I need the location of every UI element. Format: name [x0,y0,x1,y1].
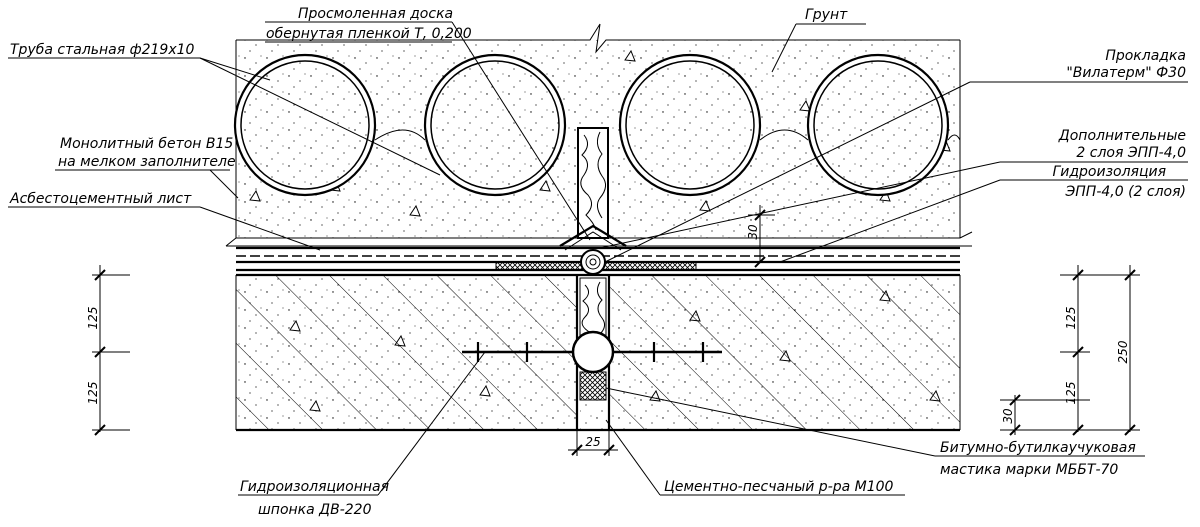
dim-center-small: 30 [746,224,760,240]
label-mortar: Цементно-песчаный р-ра М100 [664,479,894,495]
label-extra-layers-line2: 2 слоя ЭПП-4,0 [1076,145,1186,161]
center-dimensions [568,205,775,456]
right-dimensions [1000,265,1140,436]
pipe-2 [423,53,567,197]
waterstop-dv220 [462,330,722,374]
dim-joint-width: 25 [585,435,600,449]
label-board-line2: обернутая пленкой Т, 0,200 [266,26,472,42]
dim-right-total: 250 [1116,340,1130,363]
dim-left-top: 125 [86,307,100,330]
left-dimensions [92,265,130,436]
tarred-board [577,127,609,239]
label-extra-layers-line1: Дополнительные [1058,128,1186,144]
label-asbestos: Асбестоцементный лист [9,191,192,207]
pipe-3 [618,53,762,197]
label-mastic-line2: мастика марки МББТ-70 [940,462,1118,478]
label-waterproofing-line2: ЭПП-4,0 (2 слоя) [1064,184,1186,200]
label-board-line1: Просмоленная доска [298,6,453,22]
leader-lines [8,21,1188,496]
label-gasket-line2: "Вилатерм" Ф30 [1066,65,1186,81]
label-gasket-line1: Прокладка [1105,48,1186,64]
dim-right-small: 30 [1001,408,1015,424]
pipe-4 [806,53,950,197]
label-soil: Грунт [805,7,848,23]
label-waterproofing-line1: Гидроизоляция [1052,164,1166,180]
dim-left-bottom: 125 [86,382,100,405]
dim-right-top: 125 [1064,307,1078,330]
pipe-1 [233,53,377,197]
label-concrete-line2: на мелком заполнителе [58,154,236,170]
pipe-ties [374,129,961,141]
dim-right-bottom: 125 [1064,382,1078,405]
label-pipe: Труба стальная ф219х10 [10,42,195,58]
label-mastic-line1: Битумно-бутилкаучуковая [940,440,1136,456]
label-concrete-line1: Монолитный бетон В15 [60,136,233,152]
label-waterstop-line1: Гидроизоляционная [240,479,389,495]
vilaterm-gasket [580,249,606,275]
label-waterstop-line2: шпонка ДВ-220 [258,502,372,518]
